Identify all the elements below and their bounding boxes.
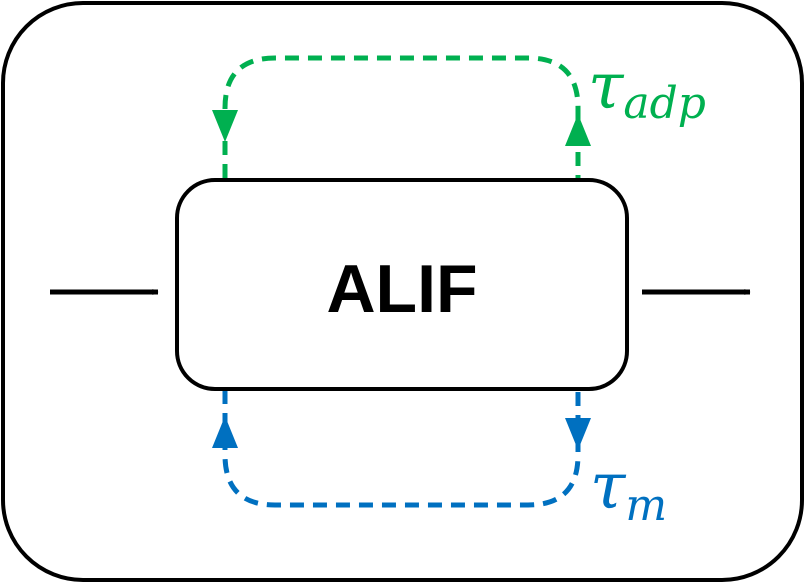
tau-m-label: τm [590, 450, 667, 531]
adaptation-loop-down-arrow [212, 110, 238, 142]
adaptation-loop-path [222, 55, 581, 178]
tau-adp-symbol: τ [588, 50, 625, 124]
membrane-loop-down-arrow [565, 418, 591, 450]
membrane-feedback-loop [212, 390, 591, 508]
tau-adp-subscript: adp [623, 78, 706, 129]
alif-label: ALIF [326, 251, 477, 327]
adaptation-loop-up-arrow [565, 114, 591, 146]
alif-block [175, 178, 629, 391]
tau-m-subscript: m [625, 480, 667, 531]
tau-adp-label: τadp [588, 50, 706, 129]
adaptation-feedback-loop [212, 55, 591, 178]
tau-m-symbol: τ [590, 450, 627, 524]
membrane-loop-up-arrow [212, 416, 238, 448]
